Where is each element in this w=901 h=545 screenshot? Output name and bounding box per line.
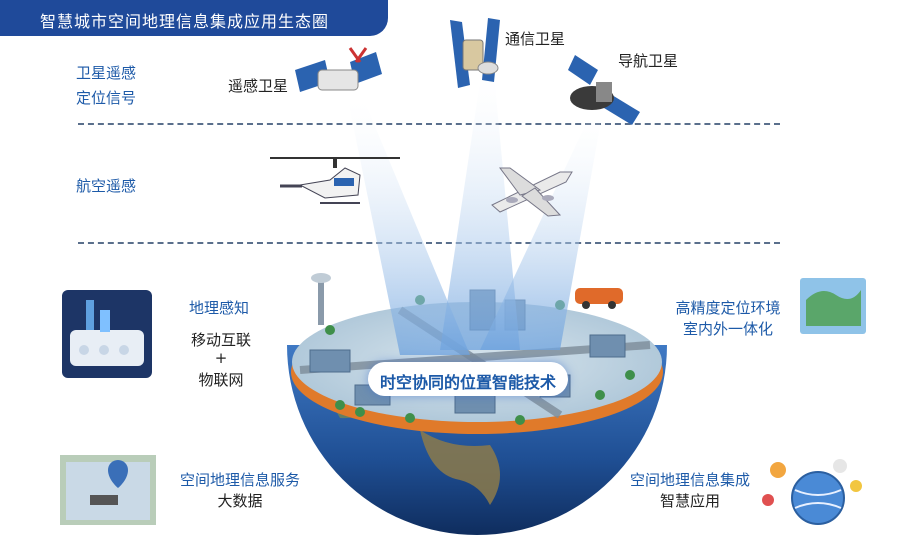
tier-divider-upper xyxy=(78,123,780,125)
center-technology-pill: 时空协同的位置智能技术 xyxy=(368,362,568,396)
tier-label-satellite-remote: 卫星遥感 xyxy=(76,64,137,82)
lbs-map-icon xyxy=(60,455,156,525)
car-icon xyxy=(575,288,623,304)
indoor-outdoor-map-icon xyxy=(800,278,866,334)
label-communication-satellite: 通信卫星 xyxy=(505,30,566,48)
service-line-1: 空间地理信息服务 xyxy=(179,471,300,489)
beam-communication xyxy=(440,75,520,350)
positioning-line-2: 室内外一体化 xyxy=(682,320,773,338)
beam-remote-sensing xyxy=(348,100,470,355)
remote-sensing-satellite-icon xyxy=(295,47,382,92)
geo-sensing-line-mobile: 移动互联 xyxy=(190,331,251,349)
label-remote-sensing-satellite: 遥感卫星 xyxy=(228,77,289,95)
communication-satellite-icon xyxy=(450,18,500,88)
center-technology-label: 时空协同的位置智能技术 xyxy=(379,373,556,392)
banner-title: 智慧城市空间地理信息集成应用生态圈 xyxy=(40,12,330,31)
continent-shape xyxy=(420,430,500,505)
geo-sensing-title: 地理感知 xyxy=(189,299,250,317)
geo-sensing-line-plus: + xyxy=(214,349,228,367)
integration-line-2: 智慧应用 xyxy=(659,492,720,510)
smart-application-globe-icon xyxy=(762,459,862,525)
geo-sensing-line-iot: 物联网 xyxy=(198,371,244,389)
airplane-icon xyxy=(491,167,573,217)
label-navigation-satellite: 导航卫星 xyxy=(618,52,679,70)
navigation-satellite-icon xyxy=(568,55,640,125)
service-line-2: 大数据 xyxy=(217,492,263,510)
tier-divider-lower xyxy=(78,242,780,244)
integration-line-1: 空间地理信息集成 xyxy=(629,471,750,489)
tier-label-aviation: 航空遥感 xyxy=(76,177,137,195)
smartphone-city-icon xyxy=(62,290,152,378)
helicopter-icon xyxy=(270,157,400,204)
header-banner xyxy=(0,0,388,36)
tier-label-positioning-signal: 定位信号 xyxy=(76,89,137,107)
positioning-line-1: 高精度定位环境 xyxy=(675,299,781,317)
